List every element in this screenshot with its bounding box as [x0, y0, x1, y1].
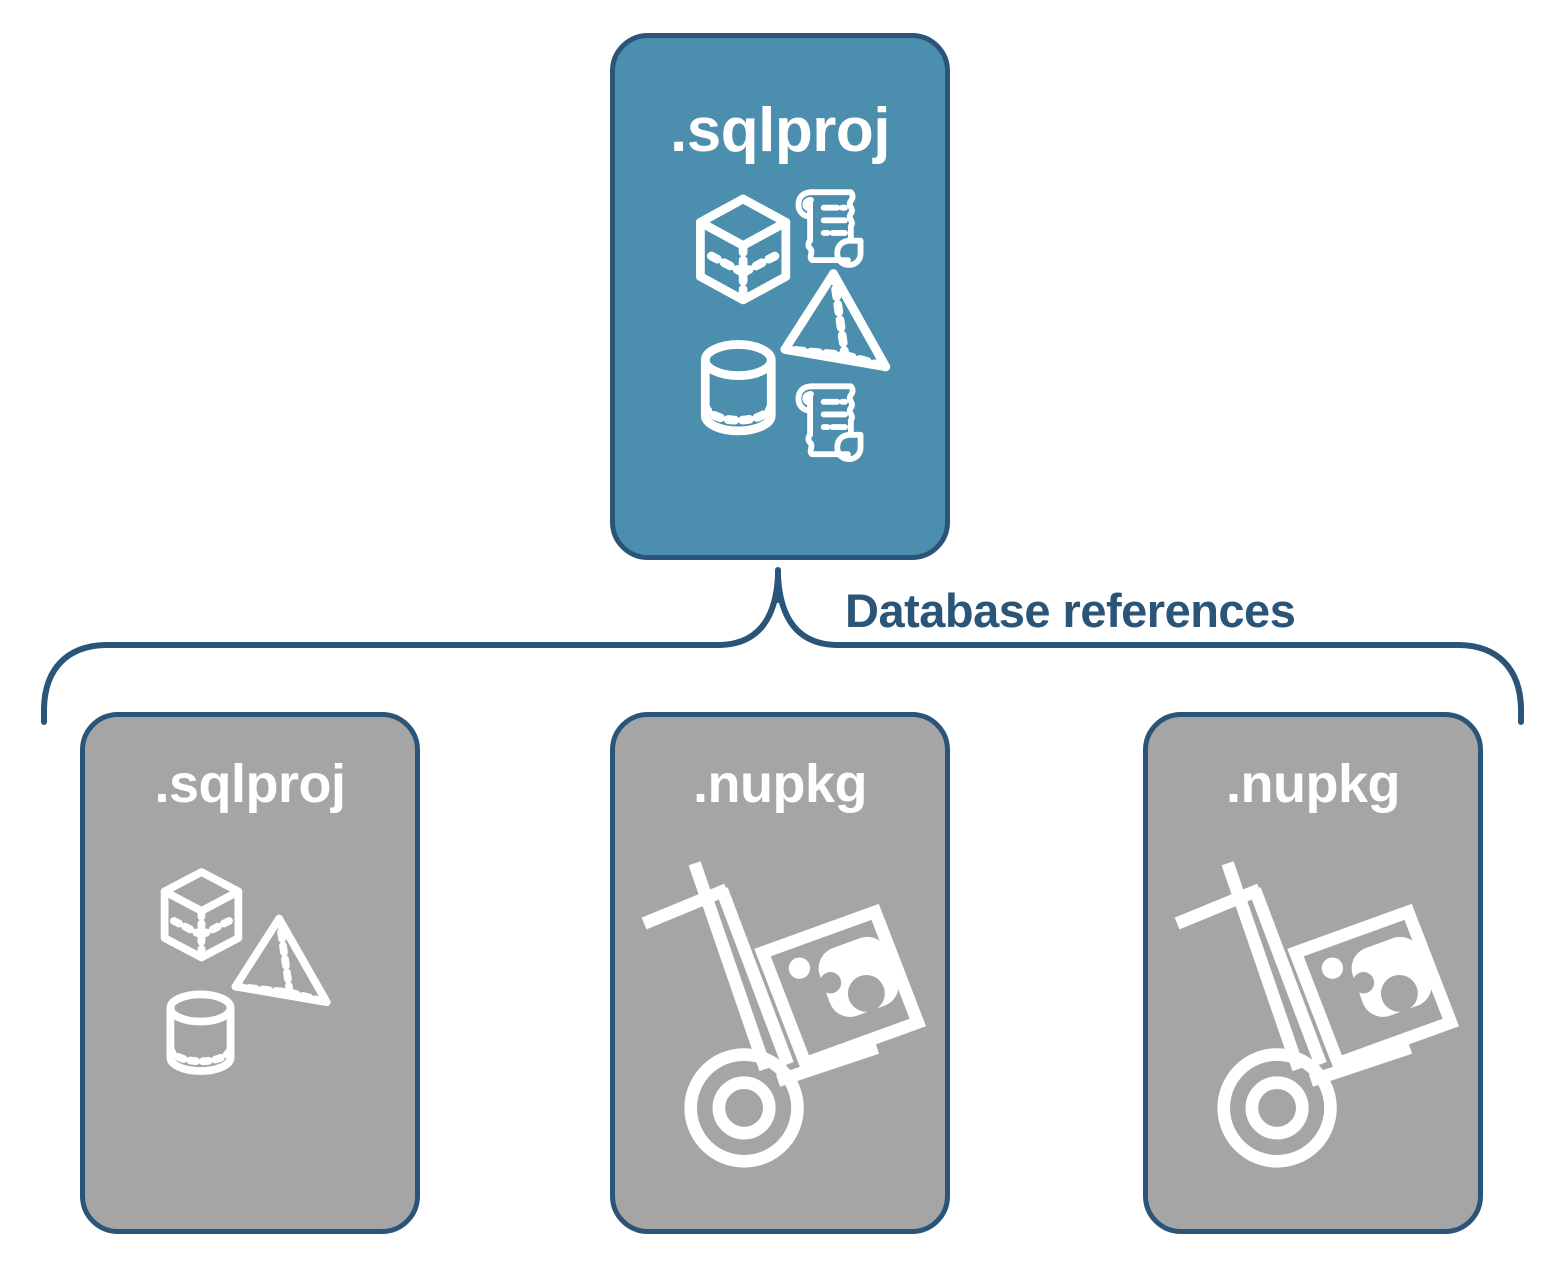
- database-references-label: Database references: [845, 584, 1296, 637]
- reference-card-nupkg-2[interactable]: .nupkg: [1143, 712, 1483, 1234]
- pyramid-icon: [231, 914, 331, 1006]
- hand-truck-icon: [1174, 861, 1413, 1168]
- scroll-icon: [795, 189, 864, 268]
- cylinder-icon: [700, 340, 776, 436]
- cylinder-icon: [166, 990, 235, 1075]
- primary-sqlproj-card[interactable]: .sqlproj: [610, 33, 950, 560]
- reference-card-sqlproj[interactable]: .sqlproj: [80, 712, 420, 1234]
- cube-icon: [696, 194, 791, 305]
- primary-card-title: .sqlproj: [670, 96, 890, 165]
- reference-card-title: .nupkg: [1226, 754, 1400, 814]
- package-box-icon: [754, 903, 927, 1072]
- pyramid-icon: [780, 269, 891, 372]
- cube-icon: [160, 868, 243, 962]
- package-box-icon: [1287, 903, 1460, 1072]
- hand-truck-icon: [641, 861, 880, 1168]
- reference-card-title: .nupkg: [693, 754, 867, 814]
- reference-card-title: .sqlproj: [154, 754, 346, 814]
- reference-card-nupkg-1[interactable]: .nupkg: [610, 712, 950, 1234]
- scroll-icon: [795, 383, 864, 462]
